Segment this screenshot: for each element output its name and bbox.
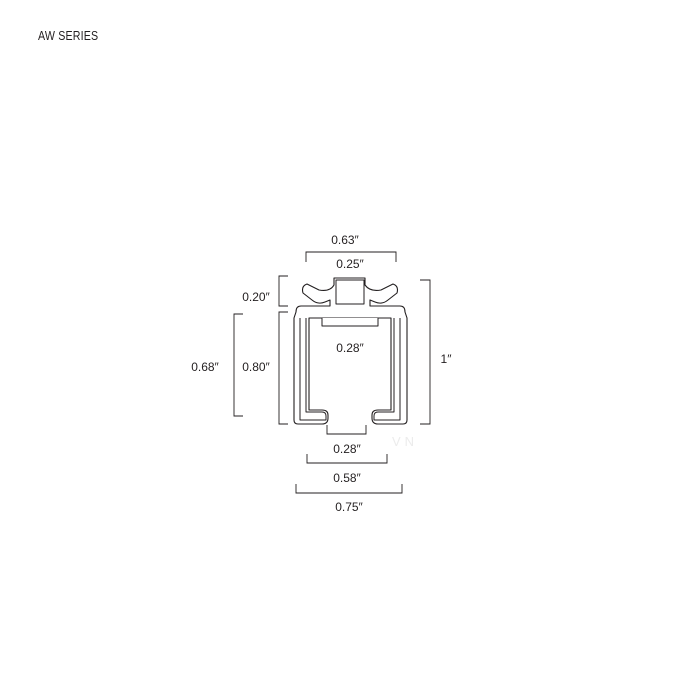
dim-bracket-base-width: [306, 454, 388, 464]
dim-bracket-outer-height: [233, 313, 243, 417]
watermark: VN: [392, 434, 418, 449]
dim-label-outer-height: 0.68″: [191, 360, 219, 374]
profile-top-slot: [335, 279, 365, 305]
dim-label-overall-width: 0.75″: [335, 500, 363, 514]
dim-bracket-bottom-opening: [326, 425, 367, 435]
dim-label-bottom-opening: 0.28″: [333, 442, 361, 456]
dim-bracket-top-height: [278, 275, 288, 307]
dim-label-base-width: 0.58″: [333, 471, 361, 485]
dim-bracket-top-width: [305, 251, 397, 262]
dim-label-total-height: 1″: [441, 352, 453, 366]
series-title: AW SERIES: [38, 28, 99, 43]
profile-inner-channel: [299, 318, 327, 421]
dim-label-body-height: 0.80″: [242, 360, 270, 374]
dim-bracket-total-height: [420, 279, 431, 425]
dim-label-top-width: 0.63″: [331, 233, 359, 247]
track-profile: [293, 277, 408, 425]
dim-label-top-height: 0.20″: [242, 290, 270, 304]
dim-label-inner-slot: 0.28″: [336, 341, 364, 355]
dim-label-slot-width: 0.25″: [336, 257, 364, 271]
dim-bracket-overall-width: [295, 484, 403, 494]
profile-outer-contour: [293, 277, 408, 425]
profile-inner-channel-right: [373, 318, 401, 421]
dim-bracket-body-height: [278, 311, 288, 425]
profile-inner-tab: [321, 318, 379, 327]
